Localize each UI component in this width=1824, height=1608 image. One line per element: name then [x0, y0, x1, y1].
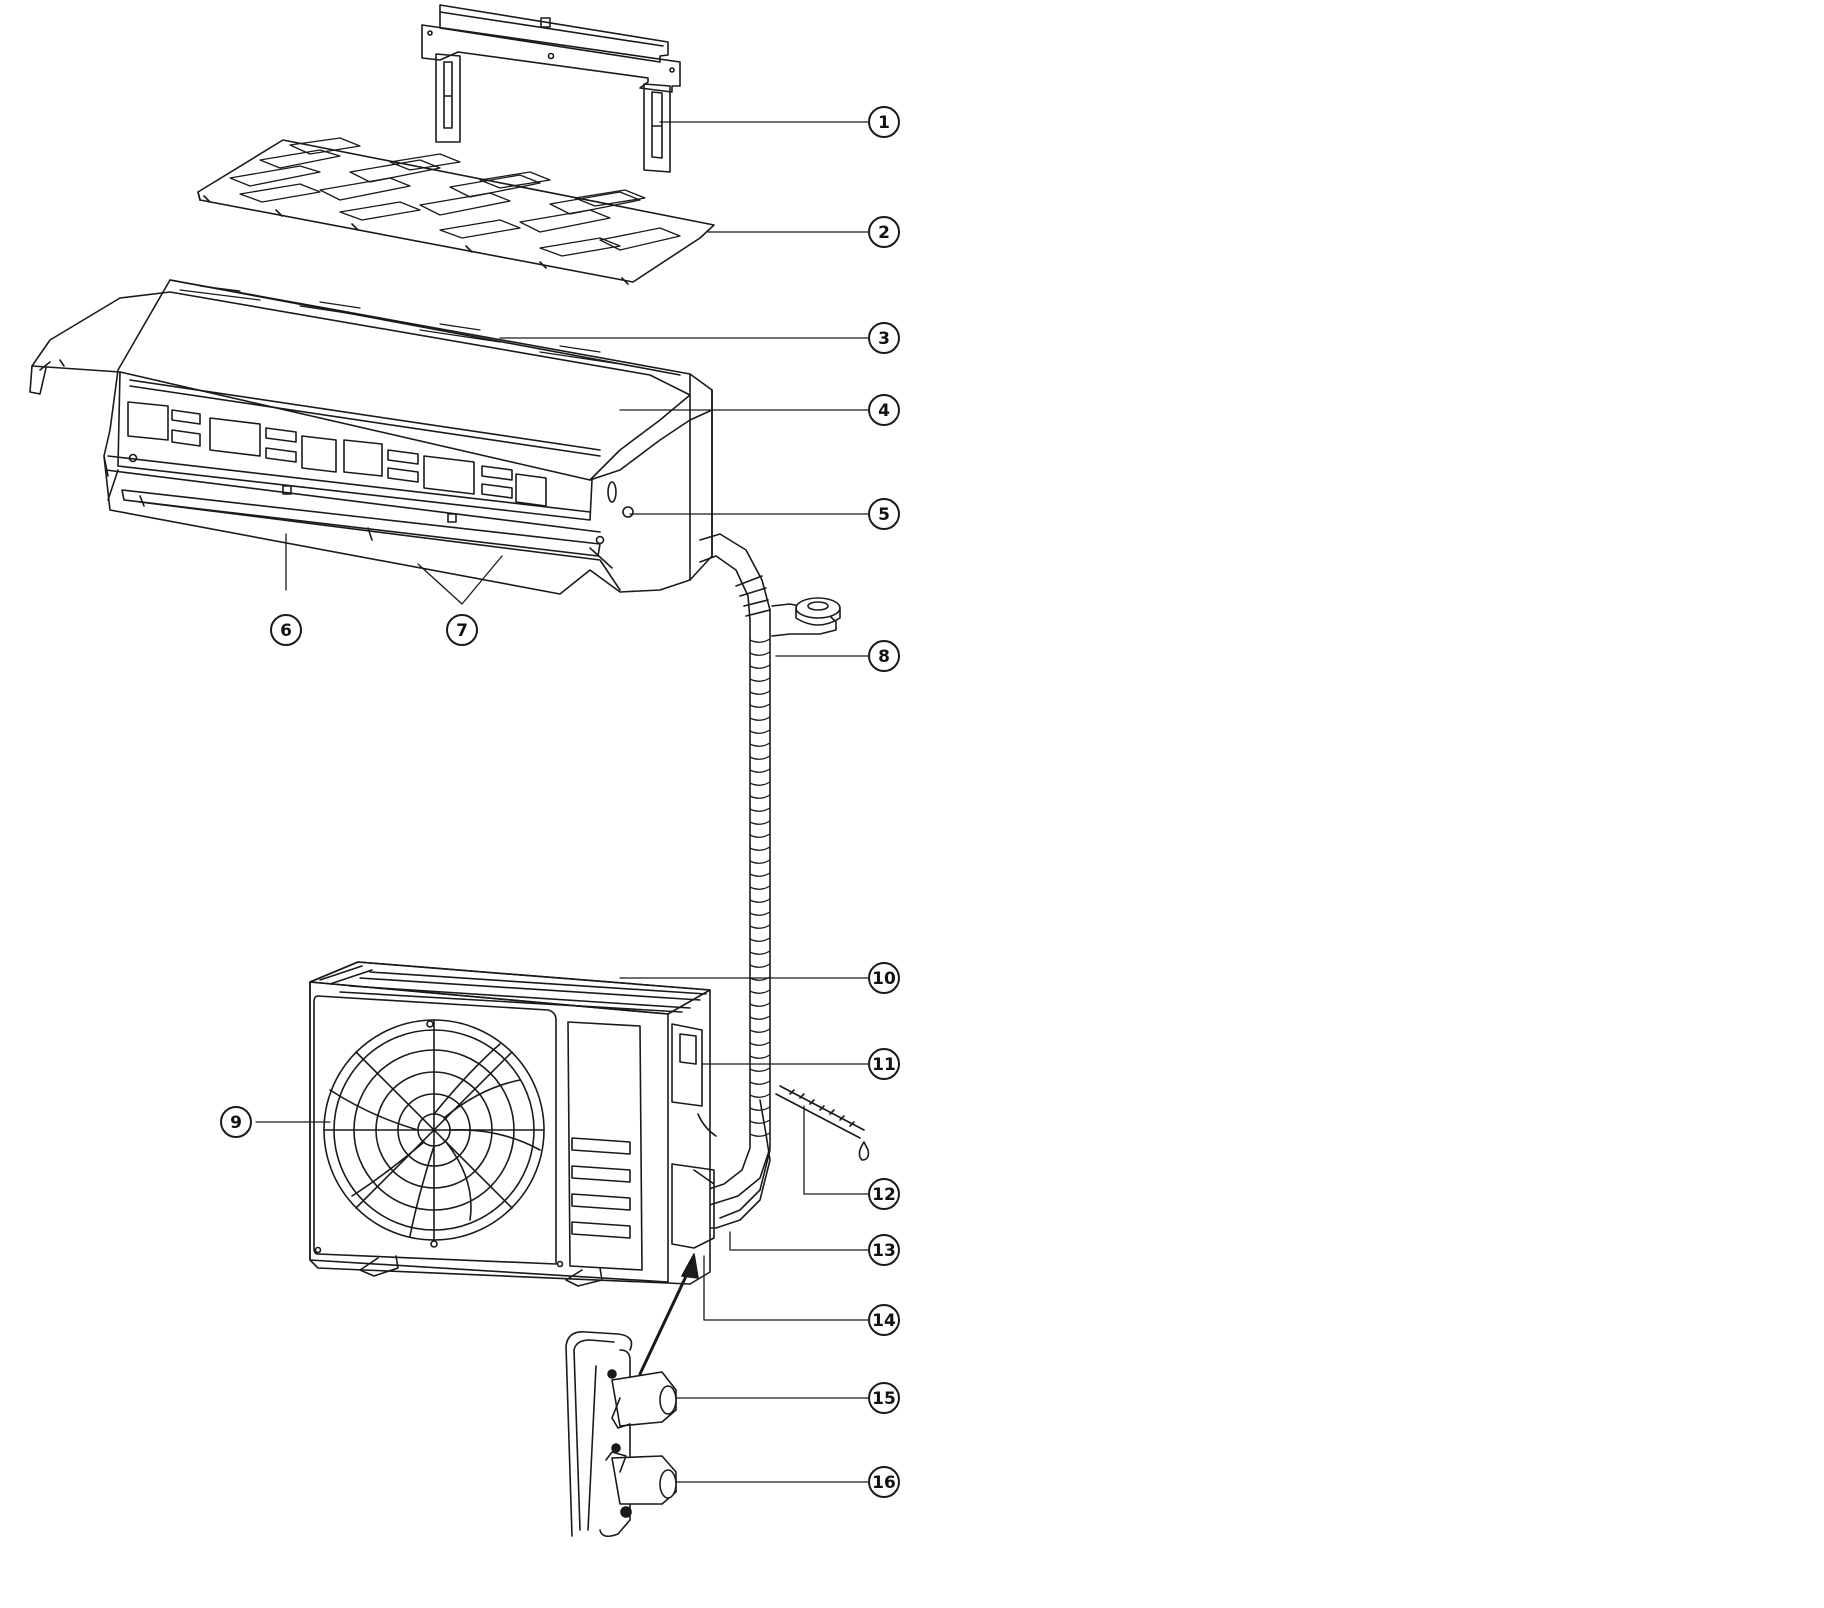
wrap-ring: [750, 1081, 770, 1084]
callout-14: 14: [868, 1304, 900, 1336]
callout-1: 1: [868, 106, 900, 138]
wrap-ring: [750, 756, 770, 759]
callout-number: 4: [878, 401, 890, 421]
wrap-ring: [750, 1055, 770, 1058]
callout-number: 16: [872, 1473, 896, 1493]
callout-number: 8: [878, 647, 890, 667]
wrap-ring: [750, 795, 770, 798]
callout-circle: [868, 394, 900, 426]
wrap-ring: [750, 951, 770, 954]
wrap-ring: [750, 912, 770, 915]
callout-number: 10: [872, 969, 896, 989]
callout-13: 13: [868, 1234, 900, 1266]
callout-7: 7: [446, 614, 478, 646]
indoor-unit-drawing: [30, 280, 712, 594]
callout-11: 11: [868, 1048, 900, 1080]
wrap-ring: [750, 925, 770, 928]
wrap-ring: [750, 1120, 770, 1123]
pipe-wrap-drawing: [606, 534, 840, 1228]
leader-lines: [256, 122, 868, 1482]
outdoor-unit-drawing: [310, 962, 716, 1286]
wrap-ring: [750, 899, 770, 902]
mounting-plate-drawing: [422, 5, 680, 172]
wrap-ring: [750, 691, 770, 694]
callout-circle: [868, 106, 900, 138]
wrap-ring: [750, 938, 770, 941]
callout-circle: [868, 640, 900, 672]
wrap-ring: [750, 639, 770, 642]
callout-circle: [220, 1106, 252, 1138]
wrap-ring: [750, 1107, 770, 1110]
callout-16: 16: [868, 1466, 900, 1498]
wrap-ring: [750, 1016, 770, 1019]
callout-number: 9: [230, 1113, 242, 1133]
callout-circle: [868, 498, 900, 530]
callout-circle: [868, 322, 900, 354]
wrap-ring: [750, 678, 770, 681]
callout-number: 6: [280, 621, 292, 641]
wrap-ring: [750, 743, 770, 746]
wrap-ring: [750, 821, 770, 824]
callout-number: 2: [878, 223, 890, 243]
wrap-ring: [750, 665, 770, 668]
callout-4: 4: [868, 394, 900, 426]
callout-number: 15: [872, 1389, 896, 1409]
callout-number: 11: [872, 1055, 896, 1075]
callout-circle: [868, 1048, 900, 1080]
callout-circle: [446, 614, 478, 646]
callout-2: 2: [868, 216, 900, 248]
callout-6: 6: [270, 614, 302, 646]
wrap-ring: [750, 990, 770, 993]
wrap-ring: [750, 717, 770, 720]
wrap-ring: [750, 1029, 770, 1032]
wrap-ring: [750, 860, 770, 863]
wrap-ring: [750, 1094, 770, 1097]
wrap-ring: [750, 730, 770, 733]
wrap-ring: [750, 652, 770, 655]
callout-5: 5: [868, 498, 900, 530]
wrap-ring: [750, 1003, 770, 1006]
callout-circle: [868, 1466, 900, 1498]
wrap-ring: [750, 808, 770, 811]
assembly-arrow: [640, 1254, 698, 1374]
callout-12: 12: [868, 1178, 900, 1210]
wrap-ring: [750, 1068, 770, 1071]
callout-circle: [868, 1382, 900, 1414]
wrap-ring: [750, 847, 770, 850]
callout-circle: [868, 216, 900, 248]
wrap-ring: [750, 1042, 770, 1045]
wrap-ring: [750, 769, 770, 772]
callout-number: 1: [878, 113, 890, 133]
callout-number: 13: [872, 1241, 896, 1261]
callout-9: 9: [220, 1106, 252, 1138]
callout-number: 14: [872, 1311, 896, 1331]
wrap-ring: [750, 964, 770, 967]
drain-hose-drawing: [776, 1086, 868, 1160]
callout-number: 12: [872, 1185, 896, 1205]
callout-circle: [868, 1304, 900, 1336]
callout-10: 10: [868, 962, 900, 994]
air-filter-drawing: [198, 138, 714, 284]
wrap-ring: [750, 834, 770, 837]
callout-circle: [868, 1178, 900, 1210]
callout-number: 3: [878, 329, 890, 349]
wrap-ring: [750, 1133, 770, 1136]
callout-15: 15: [868, 1382, 900, 1414]
wrap-ring: [750, 704, 770, 707]
callout-circle: [270, 614, 302, 646]
callout-number: 7: [456, 621, 468, 641]
callout-number: 5: [878, 505, 890, 525]
valves-drawing: [566, 1332, 676, 1536]
callout-circle: [868, 1234, 900, 1266]
callout-8: 8: [868, 640, 900, 672]
callout-circle: [868, 962, 900, 994]
callout-3: 3: [868, 322, 900, 354]
wrap-ring: [750, 782, 770, 785]
wrap-ring: [750, 873, 770, 876]
wrap-ring: [750, 886, 770, 889]
